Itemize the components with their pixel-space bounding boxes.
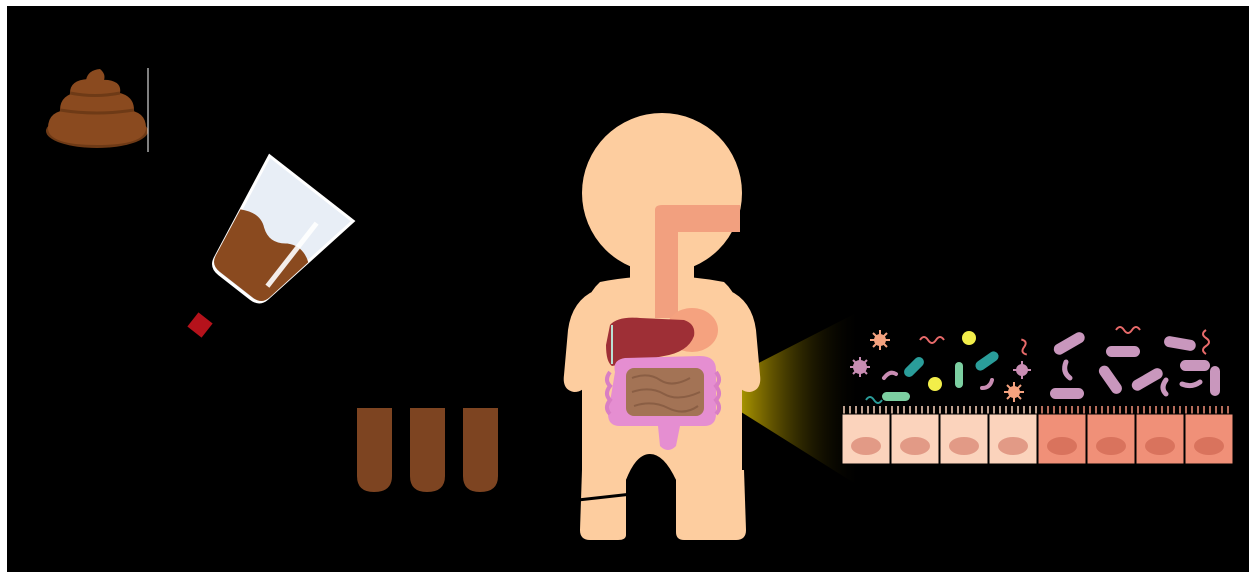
- test-tube-icon: [410, 408, 445, 492]
- test-tube-icon: [357, 408, 392, 492]
- epithelium-icon: [842, 406, 1233, 464]
- test-tube-icon: [463, 408, 498, 492]
